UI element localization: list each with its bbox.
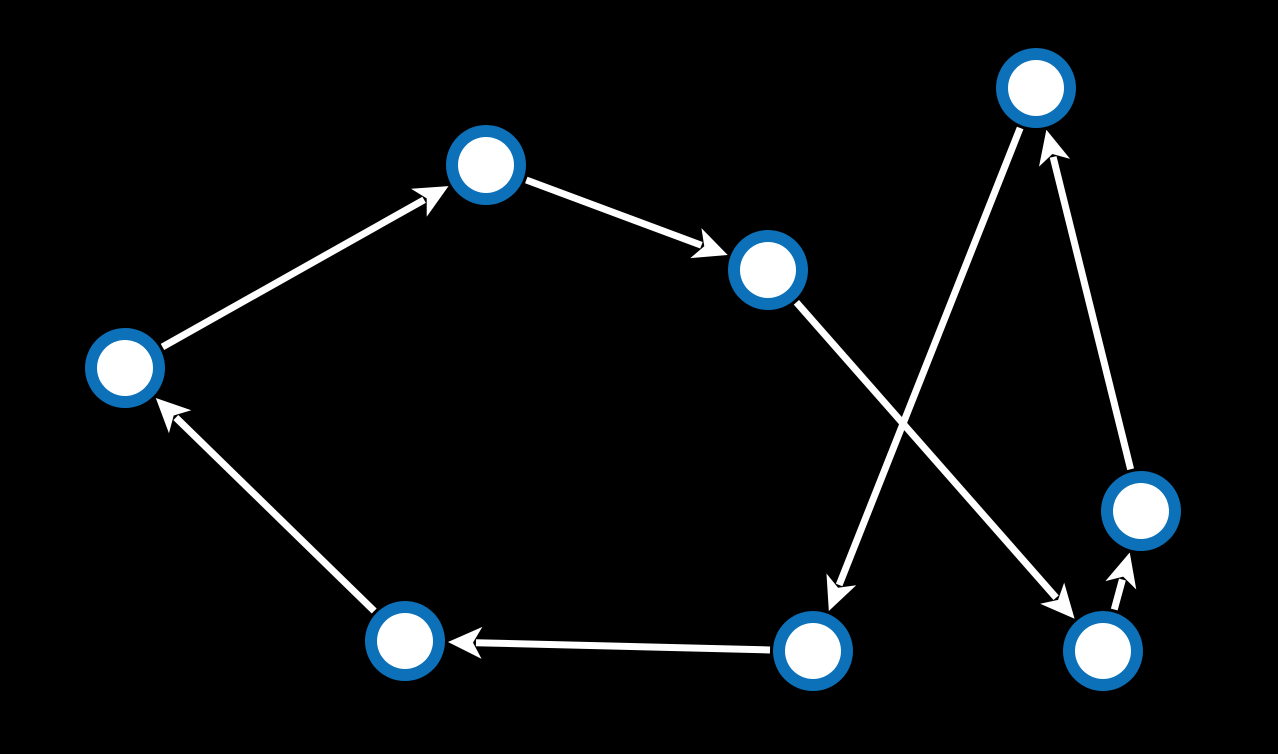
node-fill <box>97 340 153 396</box>
edge-arrowhead-icon <box>1105 552 1137 590</box>
graph-node[interactable] <box>728 230 808 310</box>
graph-node[interactable] <box>1101 471 1181 551</box>
edge-arrowhead-icon <box>690 228 728 259</box>
edge-line <box>1110 578 1126 611</box>
graph-edge[interactable] <box>155 398 377 614</box>
edge-line <box>1049 156 1135 471</box>
graph-node[interactable] <box>365 601 445 681</box>
graph-edge[interactable] <box>525 176 728 259</box>
node-fill <box>377 613 433 669</box>
graph-node[interactable] <box>773 611 853 691</box>
edge-line <box>835 126 1024 587</box>
graph-edge[interactable] <box>826 126 1024 612</box>
graph-edge[interactable] <box>1105 552 1137 611</box>
graph-edge[interactable] <box>160 186 449 350</box>
graph-edge[interactable] <box>447 626 771 659</box>
node-fill <box>458 137 514 193</box>
edge-arrowhead-icon <box>411 186 449 217</box>
edge-line <box>475 639 771 654</box>
edge-line <box>793 299 1059 600</box>
edge-arrowhead-icon <box>826 573 857 612</box>
graph-node[interactable] <box>446 125 526 205</box>
nodes-layer <box>85 48 1181 691</box>
edge-arrowhead-icon <box>1039 129 1071 167</box>
edge-line <box>160 196 426 350</box>
node-fill <box>1075 623 1131 679</box>
edge-arrowhead-icon <box>1040 582 1075 619</box>
edge-line <box>525 176 703 249</box>
edge-arrowhead-icon <box>447 626 483 659</box>
graph-edge[interactable] <box>1039 129 1135 471</box>
node-fill <box>740 242 796 298</box>
edge-arrowhead-icon <box>155 398 192 434</box>
graph-node[interactable] <box>996 48 1076 128</box>
graph-node[interactable] <box>85 328 165 408</box>
graph-node[interactable] <box>1063 611 1143 691</box>
edges-layer <box>155 126 1137 659</box>
node-fill <box>785 623 841 679</box>
node-fill <box>1113 483 1169 539</box>
graph-edge[interactable] <box>793 299 1075 619</box>
node-fill <box>1008 60 1064 116</box>
edge-line <box>173 415 377 614</box>
